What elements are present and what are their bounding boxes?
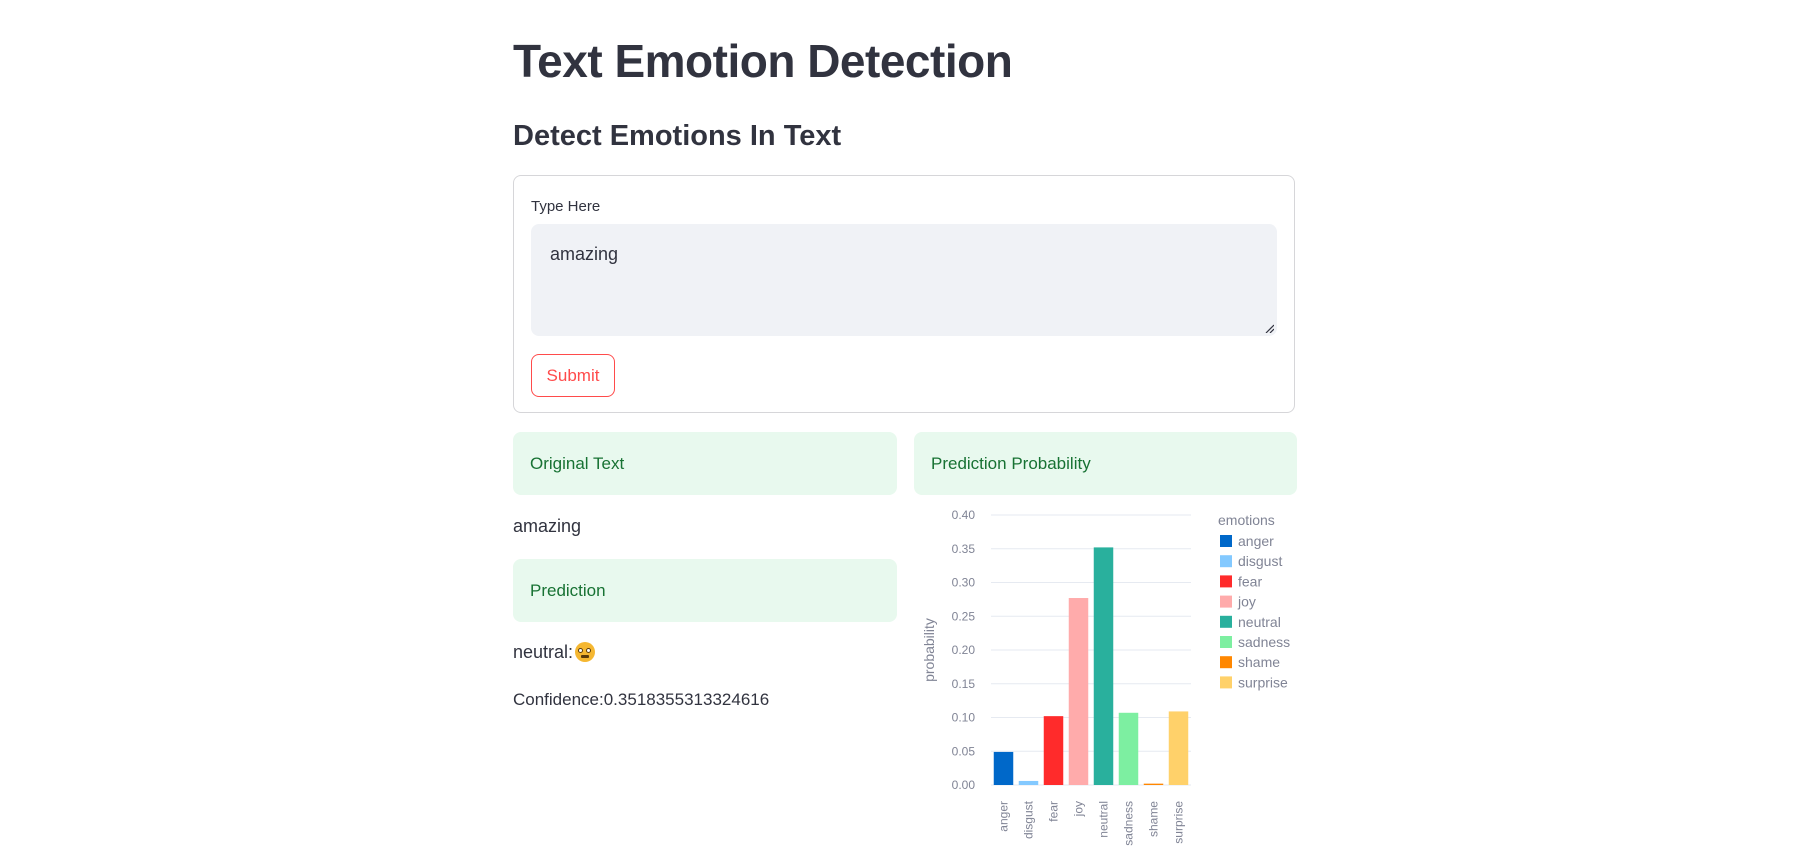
face-with-open-mouth-icon bbox=[575, 642, 596, 662]
prediction-header: Prediction bbox=[513, 559, 897, 622]
bar-sadness bbox=[1118, 712, 1139, 785]
bar-surprise bbox=[1168, 711, 1189, 785]
emotion-form: Type Here amazing Submit bbox=[513, 175, 1295, 413]
y-tick-label: 0.05 bbox=[952, 744, 976, 758]
legend-title: emotions bbox=[1218, 512, 1275, 528]
x-tick-label: disgust bbox=[1022, 800, 1036, 839]
legend-item-joy: joy bbox=[1237, 594, 1256, 610]
x-tick-label: shame bbox=[1147, 801, 1161, 837]
legend-swatch-shame bbox=[1220, 656, 1232, 669]
y-tick-label: 0.25 bbox=[952, 609, 976, 623]
y-axis-title: probability bbox=[921, 618, 937, 682]
x-tick-label: sadness bbox=[1122, 801, 1136, 846]
text-input-value: amazing bbox=[550, 244, 619, 264]
prediction-result: neutral: bbox=[513, 642, 596, 663]
legend-swatch-disgust bbox=[1220, 555, 1232, 568]
bar-anger bbox=[993, 751, 1014, 785]
legend-swatch-fear bbox=[1220, 575, 1232, 588]
legend-swatch-neutral bbox=[1220, 615, 1232, 628]
x-tick-label: surprise bbox=[1172, 801, 1186, 844]
y-tick-label: 0.00 bbox=[952, 778, 976, 792]
bar-shame bbox=[1143, 783, 1164, 785]
original-text-header: Original Text bbox=[513, 432, 897, 495]
y-tick-label: 0.30 bbox=[952, 576, 976, 590]
legend-item-surprise: surprise bbox=[1238, 674, 1288, 690]
legend-swatch-sadness bbox=[1220, 636, 1232, 648]
bar-joy bbox=[1068, 598, 1089, 785]
page-title: Text Emotion Detection bbox=[513, 35, 1013, 87]
legend-swatch-joy bbox=[1220, 595, 1232, 608]
original-text-header-label: Original Text bbox=[530, 453, 625, 473]
probability-bar-chart: 0.00 0.05 0.10 0.15 0.20 0.25 0.30 0.35 0.40 prob… bbox=[921, 508, 1290, 846]
legend-swatch-anger bbox=[1220, 535, 1232, 547]
legend-item-anger: anger bbox=[1238, 533, 1274, 549]
confidence-text: Confidence:0.3518355313324616 bbox=[513, 690, 770, 709]
prediction-probability-header: Prediction Probability bbox=[914, 432, 1297, 495]
y-tick-label: 0.10 bbox=[952, 711, 976, 725]
x-tick-label: anger bbox=[997, 801, 1011, 832]
x-tick-label: fear bbox=[1047, 801, 1061, 822]
prediction-header-label: Prediction bbox=[530, 580, 606, 600]
bar-neutral bbox=[1093, 547, 1114, 785]
legend-item-fear: fear bbox=[1238, 573, 1262, 589]
y-tick-label: 0.20 bbox=[952, 643, 976, 657]
y-tick-label: 0.35 bbox=[952, 542, 976, 556]
text-input[interactable]: amazing bbox=[531, 224, 1277, 336]
submit-button[interactable]: Submit bbox=[531, 354, 615, 397]
x-tick-label: neutral bbox=[1097, 801, 1111, 838]
legend-item-sadness: sadness bbox=[1238, 634, 1290, 650]
legend-item-disgust: disgust bbox=[1238, 553, 1282, 569]
bar-fear bbox=[1043, 716, 1064, 785]
prediction-label: neutral: bbox=[513, 642, 574, 662]
y-tick-label: 0.40 bbox=[952, 508, 976, 522]
bar-disgust bbox=[1018, 780, 1039, 785]
original-text-value: amazing bbox=[513, 516, 582, 536]
resize-handle-icon[interactable] bbox=[1264, 323, 1274, 333]
legend-item-shame: shame bbox=[1238, 654, 1280, 670]
prediction-probability-header-label: Prediction Probability bbox=[931, 453, 1091, 473]
y-tick-label: 0.15 bbox=[952, 677, 976, 691]
legend-swatch-surprise bbox=[1220, 676, 1232, 689]
x-tick-label: joy bbox=[1072, 801, 1086, 817]
page-subtitle: Detect Emotions In Text bbox=[513, 120, 842, 152]
text-input-label: Type Here bbox=[531, 198, 601, 215]
legend-item-neutral: neutral bbox=[1238, 614, 1281, 630]
